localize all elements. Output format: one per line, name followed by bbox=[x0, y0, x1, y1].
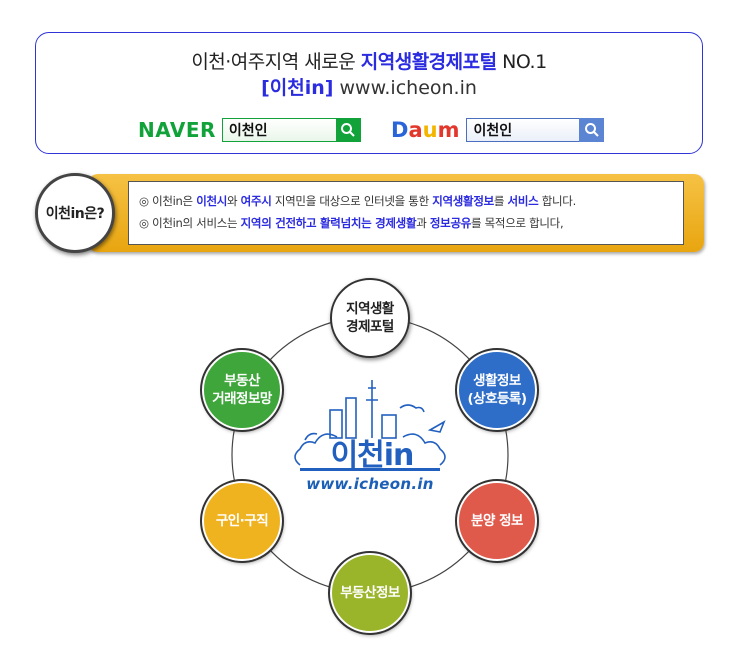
naver-logo[interactable]: NAVER bbox=[138, 118, 216, 142]
search-icon bbox=[341, 123, 356, 137]
intro-band: ◎ 이천in은 이천시와 여주시 지역민을 대상으로 인터넷을 통한 지역생활정… bbox=[88, 174, 704, 252]
text: 를 bbox=[493, 194, 508, 208]
daum-logo-a: a bbox=[408, 118, 423, 142]
text: 지역민을 대상으로 인터넷을 통한 bbox=[271, 194, 433, 208]
naver-search-button[interactable] bbox=[335, 118, 361, 142]
node-local-portal[interactable]: 지역생활 경제포털 bbox=[330, 278, 410, 358]
text: 이천in은 bbox=[152, 194, 197, 208]
text: 과 bbox=[416, 216, 430, 230]
node-label: 분양 정보 bbox=[471, 513, 523, 529]
bullet-icon: ◎ bbox=[139, 216, 153, 230]
tagline-highlight: 지역생활경제포털 bbox=[360, 51, 497, 73]
text-bold: 서비스 bbox=[507, 194, 539, 208]
text-bold: 정보공유 bbox=[429, 216, 472, 230]
intro-badge: 이천in은? bbox=[35, 173, 115, 253]
node-label: 생활정보 (상호등록) bbox=[467, 373, 527, 407]
naver-search: NAVER 이천인 bbox=[138, 117, 361, 143]
intro-text: ◎ 이천in은 이천시와 여주시 지역민을 대상으로 인터넷을 통한 지역생활정… bbox=[128, 181, 684, 245]
node-real-estate-info[interactable]: 부동산정보 bbox=[328, 551, 412, 635]
tagline-suffix: NO.1 bbox=[496, 51, 547, 73]
text-bold: 여주시 bbox=[240, 194, 272, 208]
node-label: 부동산정보 bbox=[340, 585, 400, 601]
text-bold: 지역의 건전하고 활력넘치는 경제생활 bbox=[240, 216, 417, 230]
daum-logo-d: D bbox=[391, 118, 409, 142]
city-illustration-icon bbox=[294, 380, 446, 466]
intro-line-1: ◎ 이천in은 이천시와 여주시 지역민을 대상으로 인터넷을 통한 지역생활정… bbox=[139, 190, 673, 212]
tagline-prefix: 이천·여주지역 새로운 bbox=[191, 51, 361, 73]
text: 와 bbox=[227, 194, 241, 208]
node-label: 구인·구직 bbox=[215, 513, 269, 529]
daum-search-button[interactable] bbox=[579, 118, 605, 142]
daum-logo-m: m bbox=[437, 118, 460, 142]
header-tagline: 이천·여주지역 새로운 지역생활경제포털 NO.1 bbox=[36, 47, 702, 74]
text: 를 목적으로 합니다, bbox=[471, 216, 564, 230]
naver-search-input[interactable]: 이천인 bbox=[221, 118, 336, 142]
text-bold: 이천시 bbox=[196, 194, 228, 208]
node-life-info[interactable]: 생활정보 (상호등록) bbox=[455, 348, 539, 432]
node-presale-info[interactable]: 분양 정보 bbox=[455, 479, 539, 563]
node-jobs[interactable]: 구인·구직 bbox=[200, 479, 284, 563]
bullet-icon: ◎ bbox=[139, 194, 153, 208]
site-url[interactable]: www.icheon.in bbox=[333, 77, 477, 99]
text-bold: 지역생활정보 bbox=[432, 194, 494, 208]
header-box: 이천·여주지역 새로운 지역생활경제포털 NO.1 [이천in] www.ich… bbox=[35, 32, 703, 154]
daum-logo-u: u bbox=[422, 118, 438, 142]
header-brand-line: [이천in] www.icheon.in bbox=[36, 73, 702, 100]
node-label: 지역생활 경제포털 bbox=[346, 301, 394, 335]
brand-name[interactable]: [이천in] bbox=[261, 77, 334, 99]
node-real-estate-network[interactable]: 부동산 거래정보망 bbox=[200, 348, 284, 432]
node-label: 부동산 거래정보망 bbox=[212, 373, 272, 407]
daum-search-input[interactable]: 이천인 bbox=[466, 118, 580, 142]
center-brand-logo: 이천in bbox=[330, 438, 415, 473]
intro-line-2: ◎ 이천in의 서비스는 지역의 건전하고 활력넘치는 경제생활과 정보공유를 … bbox=[139, 212, 673, 234]
text: 합니다. bbox=[538, 194, 577, 208]
service-diagram: 이천in www.icheon.in 지역생활 경제포털 생활정보 (상호등록)… bbox=[0, 270, 740, 649]
center-url: www.icheon.in bbox=[306, 475, 434, 493]
text: 이천in의 서비스는 bbox=[152, 216, 241, 230]
search-icon bbox=[584, 123, 599, 137]
